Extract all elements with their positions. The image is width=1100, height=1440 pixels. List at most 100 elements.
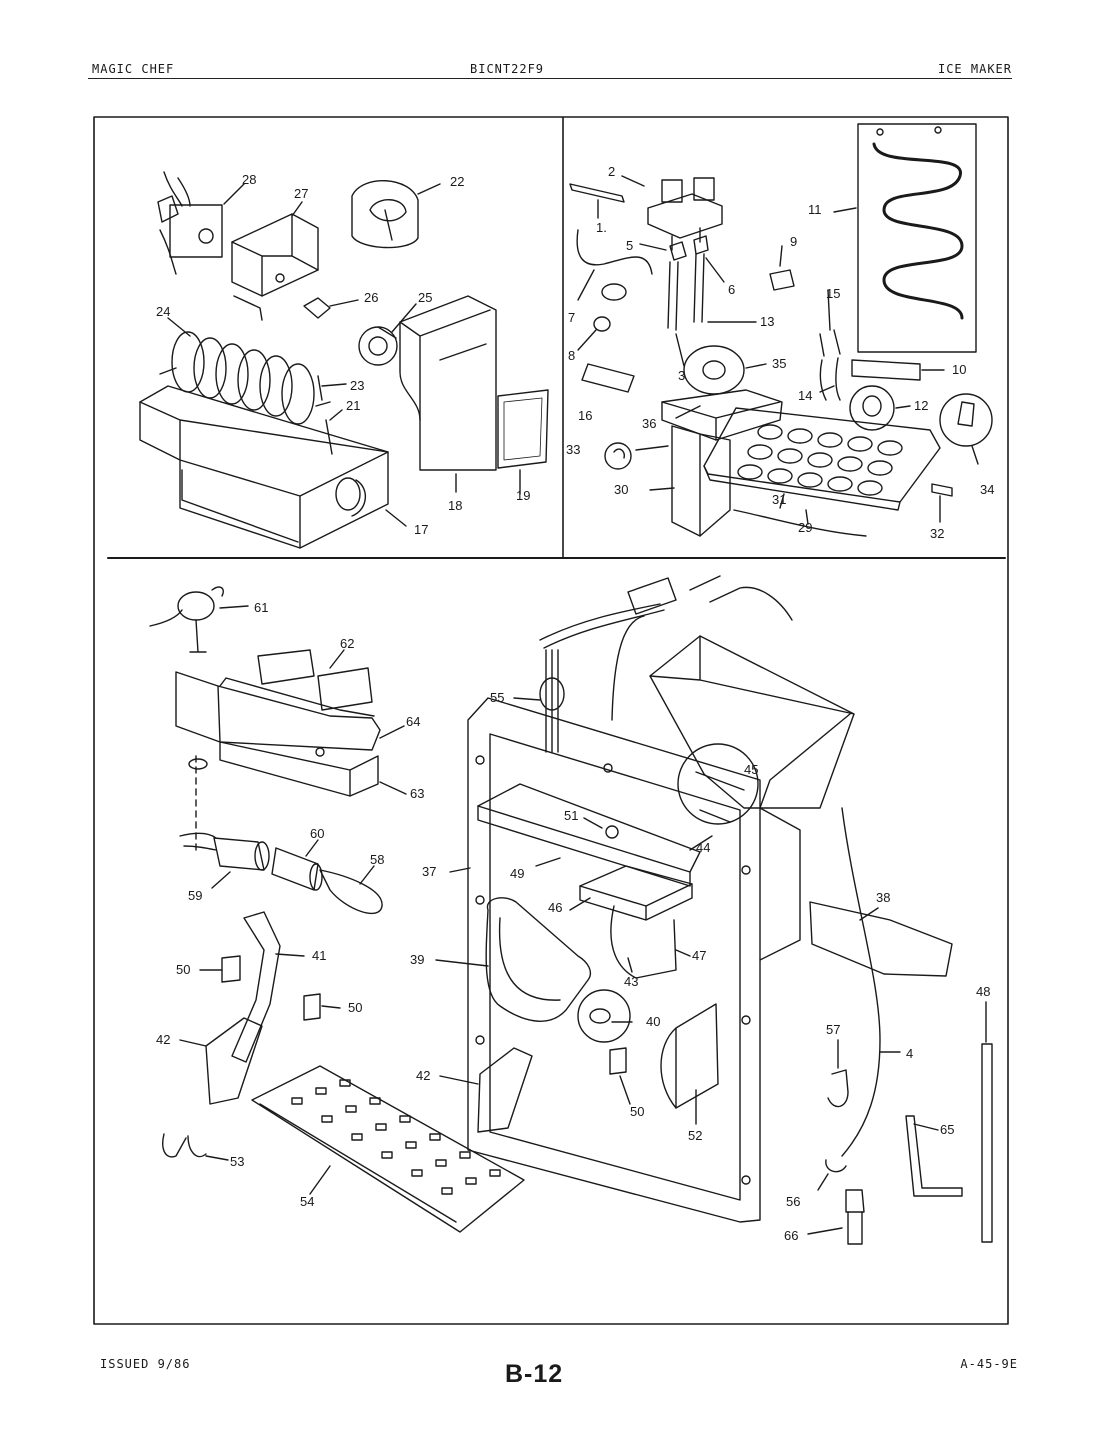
leader-42b: [439, 1075, 479, 1085]
part-16-tube: [581, 363, 635, 393]
part-label-56: 56: [786, 1194, 800, 1209]
part-10-bracket: [851, 359, 921, 381]
leader-28: [223, 183, 245, 205]
part-label-64: 64: [406, 714, 420, 729]
part-label-45: 45: [744, 762, 758, 777]
part-64-switch-bracket: [175, 671, 381, 751]
leader-27: [291, 201, 303, 217]
leader-25: [391, 303, 417, 333]
footer-issued: ISSUED 9/86: [100, 1357, 191, 1371]
diagram-frame: [93, 116, 1009, 1325]
part-56-clamp: [825, 1159, 847, 1173]
part-46-47-43-door-actuator: [579, 865, 693, 979]
leader-41: [275, 953, 305, 957]
part-9-clip: [769, 269, 795, 291]
part-4-tube: [841, 807, 881, 1157]
part-25-gear: [358, 326, 398, 366]
part-37-dispenser-housing: [467, 697, 761, 1223]
part-41-actuator-arm: [231, 911, 281, 1063]
leader-47: [675, 949, 691, 957]
part-27-cover: [231, 213, 319, 321]
part-54-drip-grille: [251, 1065, 525, 1233]
leader-39: [435, 959, 489, 967]
part-label-5: 5: [626, 238, 633, 253]
leader-63: [379, 781, 407, 795]
part-18-shutoff-arm-cover: [399, 295, 497, 471]
part-5-6-fittings: [669, 235, 709, 261]
leader-29: [805, 509, 809, 525]
part-32-stud: [931, 483, 953, 497]
part-label-27: 27: [294, 186, 308, 201]
leader-11: [833, 207, 857, 213]
leader-46: [569, 897, 591, 911]
header-rule: [88, 78, 1012, 79]
leader-49: [535, 857, 561, 867]
part-label-33: 33: [566, 442, 580, 457]
leader-50b: [321, 1005, 341, 1009]
leader-33: [635, 445, 669, 451]
part-39-actuator-bar: [485, 897, 592, 1022]
part-63-switch-housing: [219, 741, 379, 797]
leader-15: [827, 289, 831, 331]
leader-6: [705, 257, 725, 283]
leader-30: [649, 487, 675, 491]
part-label-34: 34: [980, 482, 994, 497]
part-label-16: 16: [578, 408, 592, 423]
part-label-51: 51: [564, 808, 578, 823]
part-59-60-58-light-assembly: [179, 755, 383, 915]
leader-58: [359, 865, 375, 885]
part-label-57: 57: [826, 1022, 840, 1037]
leader-17: [385, 509, 407, 527]
part-40-detail-circle: [577, 989, 631, 1043]
part-label-10: 10: [952, 362, 966, 377]
part-label-46: 46: [548, 900, 562, 915]
part-61-switch: [149, 586, 224, 653]
part-label-63: 63: [410, 786, 424, 801]
part-label-36: 36: [642, 416, 656, 431]
leader-37: [449, 867, 471, 873]
part-53-springs: [162, 1133, 207, 1158]
part-21-23-pins: [317, 375, 333, 455]
part-label-12: 12: [914, 398, 928, 413]
part-label-18: 18: [448, 498, 462, 513]
part-12-thermostat: [849, 385, 895, 431]
part-50-plates: [221, 955, 627, 1075]
part-2-water-valve: [647, 177, 723, 251]
part-label-66: 66: [784, 1228, 798, 1243]
leader-5: [639, 243, 667, 251]
leader-9: [779, 245, 783, 267]
part-34-detail: [939, 393, 993, 447]
part-label-11: 11: [808, 202, 822, 217]
leader-3: [675, 333, 685, 367]
leader-14: [819, 385, 835, 393]
part-36-fill-cup: [661, 389, 783, 441]
leader-12: [895, 405, 911, 409]
part-label-15: 15: [826, 286, 840, 301]
part-3-13-water-tubes: [667, 253, 705, 331]
part-48-rod: [981, 1043, 993, 1243]
footer-drawing-code: A-45-9E: [960, 1357, 1018, 1371]
leader-24: [167, 317, 191, 337]
leader-59: [211, 871, 231, 889]
part-62-switches: [257, 649, 373, 711]
leader-23: [321, 383, 347, 387]
part-label-60: 60: [310, 826, 324, 841]
wiring-harness: [539, 575, 793, 721]
part-28-thermostat: [157, 171, 223, 275]
leader-35: [745, 363, 767, 369]
leader-7: [577, 269, 595, 301]
leader-34: [971, 445, 979, 465]
part-label-42a: 42: [156, 1032, 170, 1047]
part-label-50a: 50: [176, 962, 190, 977]
part-label-6: 6: [728, 282, 735, 297]
header-model: BICNT22F9: [470, 62, 545, 76]
part-label-29: 29: [798, 520, 812, 535]
part-label-38: 38: [876, 890, 890, 905]
part-label-3: 3: [678, 368, 685, 383]
leader-50c: [619, 1075, 631, 1105]
part-31-wire: [733, 509, 867, 537]
part-label-47: 47: [692, 948, 706, 963]
leader-53: [205, 1155, 229, 1161]
part-label-44: 44: [696, 840, 710, 855]
